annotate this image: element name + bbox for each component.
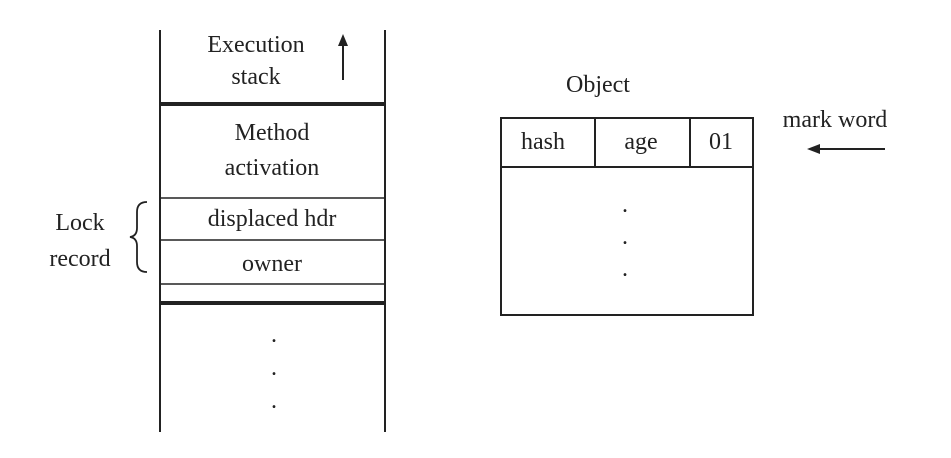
mark-word-left-arrow-icon <box>807 144 885 154</box>
mark-word-field-lock-bits: 01 <box>709 129 733 155</box>
stack-ellipsis-dot-3: . <box>271 388 277 414</box>
object-box: Object hash age 01 . . . <box>500 72 754 316</box>
execution-stack: Execution stack Method activation displa… <box>159 30 386 432</box>
mark-word-field-age: age <box>624 129 657 155</box>
lock-record-label-line1: Lock <box>55 210 104 236</box>
lock-record-brace-icon <box>129 201 148 273</box>
method-activation-label-line1: Method <box>235 120 310 146</box>
stack-growth-up-arrow-icon <box>338 34 348 80</box>
object-ellipsis-dot-1: . <box>622 192 628 218</box>
object-ellipsis-dot-2: . <box>622 224 628 250</box>
execution-stack-label-line1: Execution <box>207 32 304 58</box>
object-ellipsis-dot-3: . <box>622 256 628 282</box>
stack-ellipsis-dot-2: . <box>271 355 277 381</box>
owner-slot: owner <box>242 251 302 277</box>
execution-stack-label-line2: stack <box>231 64 280 90</box>
mark-word-field-hash: hash <box>521 129 565 155</box>
stack-ellipsis-dot-1: . <box>271 322 277 348</box>
mark-word-label: mark word <box>783 107 888 133</box>
object-title: Object <box>566 72 630 98</box>
lock-record-annotation: Lock record <box>49 201 148 273</box>
displaced-hdr-slot: displaced hdr <box>208 206 337 232</box>
mark-word-annotation: mark word <box>783 107 888 154</box>
object-outline <box>500 117 754 316</box>
lock-record-label-line2: record <box>49 246 110 272</box>
method-activation-label-line2: activation <box>225 155 320 181</box>
